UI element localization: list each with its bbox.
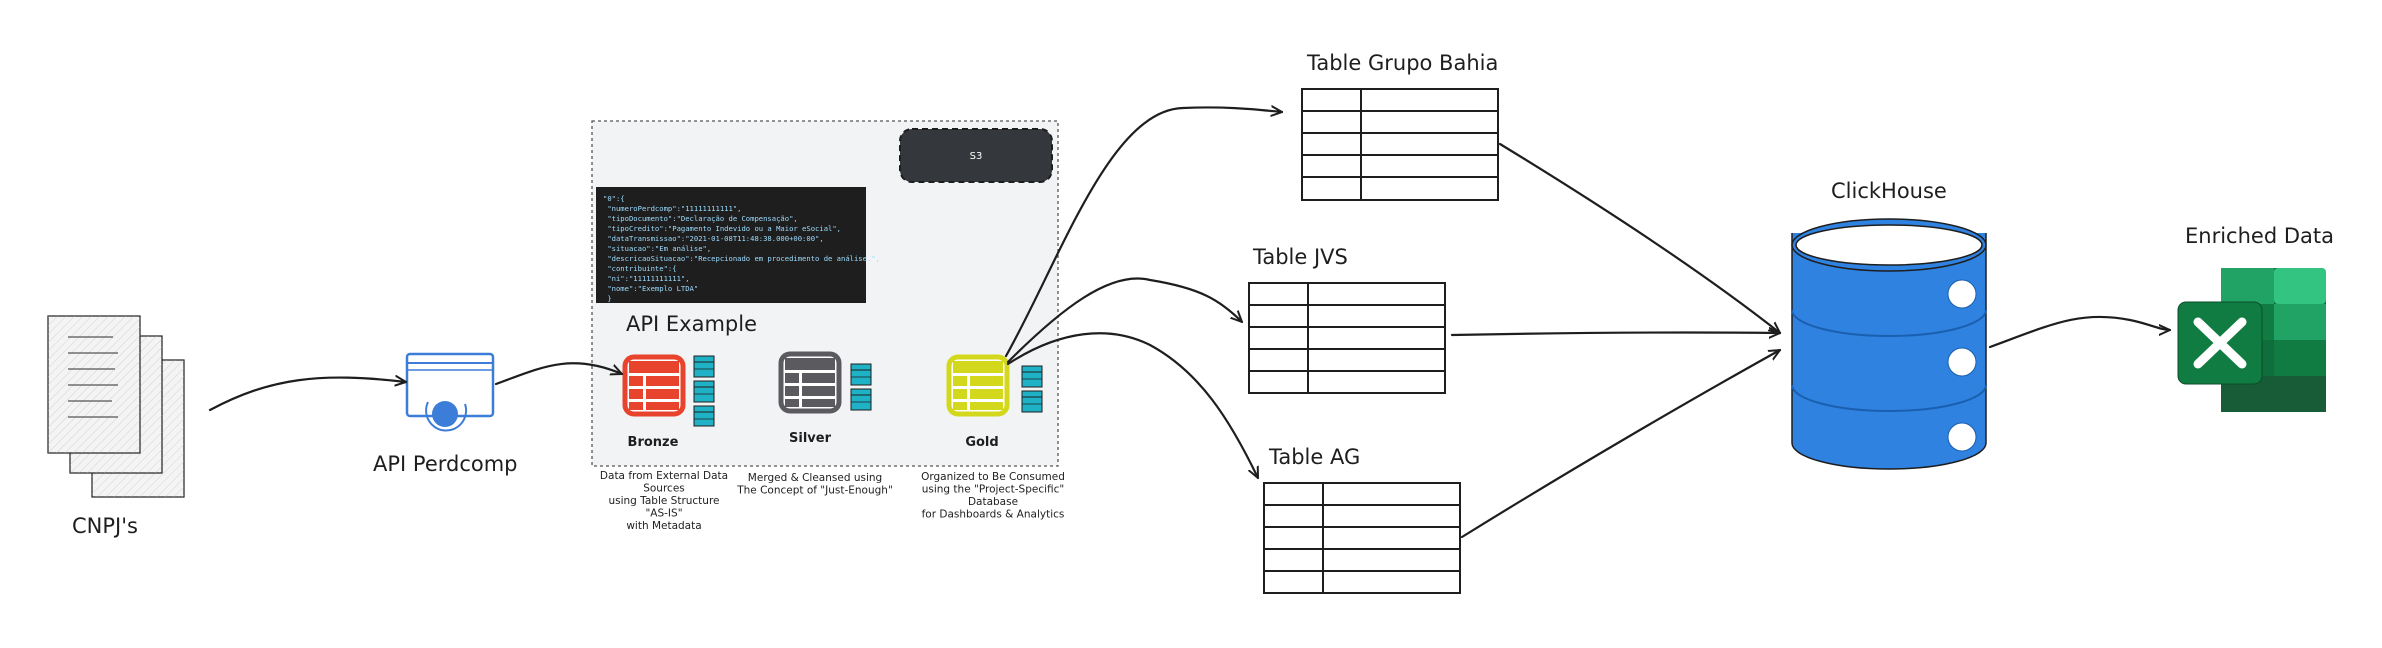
database-icon xyxy=(1791,218,1987,470)
code-line: } xyxy=(603,294,612,303)
gold-description-line: Database xyxy=(968,496,1018,508)
code-line: "ni":"11111111111", xyxy=(603,274,690,283)
bronze-label: Bronze xyxy=(628,435,679,450)
code-line: "contribuinte":{ xyxy=(603,264,677,273)
silver-description-line: The Concept of "Just-Enough" xyxy=(736,485,893,497)
code-line: "tipoDocumento":"Declaração de Compensaç… xyxy=(603,214,798,223)
code-line: "nome":"Exemplo LTDA" xyxy=(603,284,698,293)
arrow-clickhouse-to-excel xyxy=(1988,315,2172,349)
gold-description-line: using the "Project-Specific" xyxy=(922,484,1065,496)
arrow-grupo-bahia-to-clickhouse xyxy=(1498,142,1782,335)
gold-description-line: for Dashboards & Analytics xyxy=(922,509,1065,521)
gold-description-line: Organized to Be Consumed xyxy=(921,471,1065,483)
code-line: "dataTransmissao":"2021-01-08T11:48:38.0… xyxy=(603,234,824,243)
bronze-description-line: using Table Structure xyxy=(608,495,719,507)
gold-table-icon xyxy=(946,354,1010,417)
bronze-description-line: Data from External Data xyxy=(600,470,728,482)
gold-label: Gold xyxy=(965,435,998,450)
table-jvs-label: Table JVS xyxy=(1252,245,1348,269)
bronze-tiles-icon xyxy=(693,355,715,427)
code-line: "situacao":"Em análise", xyxy=(603,244,711,253)
silver-tiles-icon xyxy=(850,363,872,411)
s3-box[interactable]: S3 xyxy=(899,128,1053,183)
arrow-jvs-to-clickhouse xyxy=(1450,333,1782,335)
clickhouse-label: ClickHouse xyxy=(1831,179,1947,203)
bronze-description-line: "AS-IS" xyxy=(645,508,682,520)
api-perdcomp-label: API Perdcomp xyxy=(373,452,518,476)
arrow-gold-to-grupo-bahia xyxy=(1004,107,1284,358)
bronze-description-line: with Metadata xyxy=(626,520,701,532)
table-grupo-bahia-label: Table Grupo Bahia xyxy=(1306,51,1498,75)
gold-tiles-icon xyxy=(1021,365,1043,413)
arrow-gold-to-ag xyxy=(1006,332,1260,480)
bronze-description-line: Sources xyxy=(643,483,685,495)
excel-icon xyxy=(2177,268,2326,412)
arrow-ag-to-clickhouse xyxy=(1460,348,1782,539)
code-line: "0":{ xyxy=(603,194,625,203)
cnpjs-label: CNPJ's xyxy=(72,514,138,538)
api-example-label: API Example xyxy=(626,312,757,336)
silver-table-icon xyxy=(778,351,842,414)
code-example: "0":{ "numeroPerdcomp":"11111111111", "t… xyxy=(596,187,880,303)
table-ag-label: Table AG xyxy=(1268,445,1360,469)
documents-icon xyxy=(47,315,185,498)
arrow-api-to-bronze xyxy=(494,362,624,386)
api-window-icon xyxy=(405,352,495,432)
table-jvs-icon xyxy=(1248,282,1446,394)
arrow-cnpjs-to-api xyxy=(208,378,408,412)
svg-text:"0":{ "numeroPerdcomp":"11111: "0":{ "numeroPerdcomp":"11111111111", "t… xyxy=(603,194,880,303)
connectors xyxy=(208,107,2172,539)
arrow-gold-to-jvs xyxy=(1006,277,1244,364)
bronze-table-icon xyxy=(622,354,686,417)
enriched-data-label: Enriched Data xyxy=(2185,224,2334,248)
silver-description-line: Merged & Cleansed using xyxy=(748,472,882,484)
silver-label: Silver xyxy=(789,431,832,446)
table-grupo-bahia-icon xyxy=(1301,88,1499,201)
s3-label: S3 xyxy=(970,151,983,162)
table-ag-icon xyxy=(1263,482,1461,594)
code-line: "descricaoSituacao":"Recepcionado em pro… xyxy=(603,254,880,263)
code-line: "numeroPerdcomp":"11111111111", xyxy=(603,204,741,213)
code-line: "tipoCredito":"Pagamento Indevido ou a M… xyxy=(603,224,841,233)
